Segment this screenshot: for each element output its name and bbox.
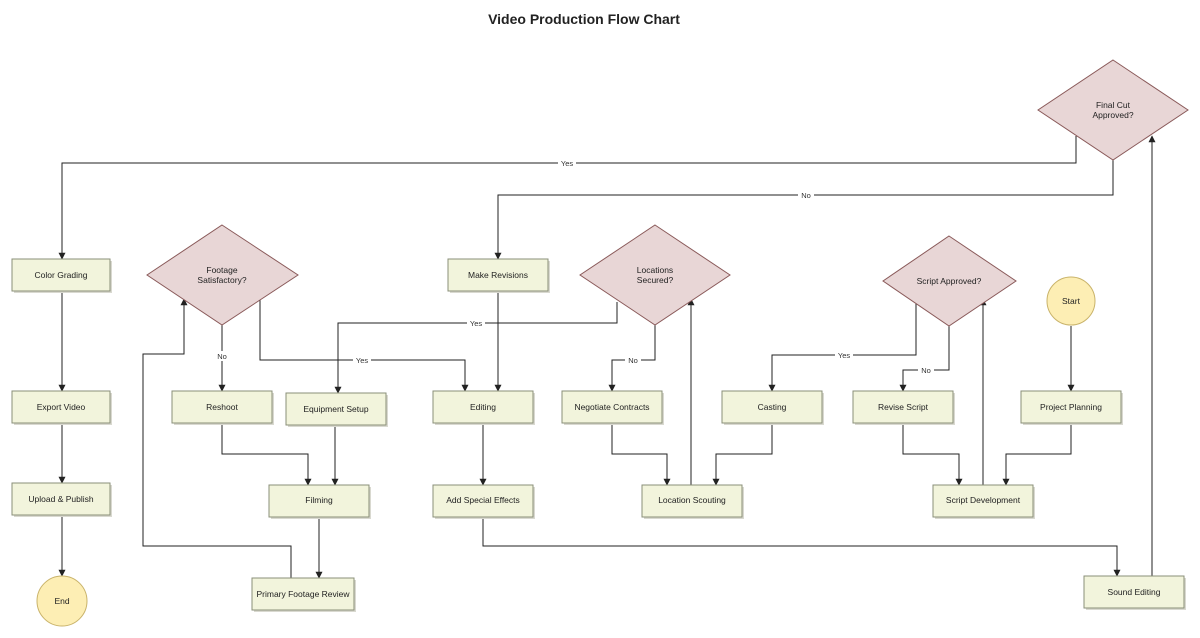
edge-labels: Yes No Yes No No Yes Yes No [214, 158, 934, 375]
node-footage-satisfactory-label-2: Satisfactory? [197, 275, 246, 285]
node-casting[interactable]: Casting [721, 390, 824, 425]
nodes: Start End Project Planning Script Develo… [11, 59, 1189, 627]
node-make-revisions-label: Make Revisions [468, 270, 528, 280]
edge-final-no-to-revisions [494, 147, 1114, 260]
node-sound-editing[interactable]: Sound Editing [1083, 575, 1186, 610]
edge-review-to-satisfactory [142, 298, 292, 578]
node-negotiate-contracts-label: Negotiate Contracts [574, 402, 649, 412]
node-script-development[interactable]: Script Development [932, 484, 1035, 519]
edge-planning-to-script [1002, 423, 1072, 486]
node-add-special-effects-label: Add Special Effects [446, 495, 520, 505]
edge-approved-yes-to-casting [768, 302, 917, 392]
node-locations-secured[interactable]: Locations Secured? [579, 224, 731, 326]
node-revise-script-label: Revise Script [878, 402, 929, 412]
node-locations-secured-label-1: Locations [637, 265, 673, 275]
edge-secured-yes-to-equipment [334, 302, 618, 394]
edge-label-final-no: No [801, 191, 811, 200]
node-script-approved[interactable]: Script Approved? [882, 235, 1017, 327]
node-final-cut-approved-label-2: Approved? [1092, 110, 1133, 120]
edge-label-locations-yes: Yes [470, 319, 482, 328]
edge-revise-to-script [902, 423, 963, 486]
edge-satisfactory-yes-to-editing [259, 300, 469, 392]
node-equipment-setup[interactable]: Equipment Setup [285, 392, 388, 427]
node-make-revisions[interactable]: Make Revisions [447, 258, 550, 293]
edge-label-script-yes: Yes [838, 351, 850, 360]
node-equipment-setup-label: Equipment Setup [303, 404, 368, 414]
node-color-grading-label: Color Grading [35, 270, 88, 280]
node-color-grading[interactable]: Color Grading [11, 258, 112, 293]
node-editing-label: Editing [470, 402, 496, 412]
node-final-cut-approved-label-1: Final Cut [1096, 100, 1131, 110]
chart-title: Video Production Flow Chart [488, 11, 680, 27]
node-upload-publish-label: Upload & Publish [28, 494, 93, 504]
edge-label-script-no: No [921, 366, 931, 375]
node-end-label: End [54, 596, 69, 606]
node-end[interactable]: End [36, 575, 88, 627]
node-start[interactable]: Start [1046, 276, 1096, 326]
node-primary-footage-review[interactable]: Primary Footage Review [251, 577, 356, 612]
node-revise-script[interactable]: Revise Script [852, 390, 955, 425]
edge-label-final-yes: Yes [561, 159, 573, 168]
node-export-video[interactable]: Export Video [11, 390, 112, 425]
node-project-planning-label: Project Planning [1040, 402, 1102, 412]
node-script-approved-label: Script Approved? [917, 276, 982, 286]
edge-reshoot-to-filming [221, 423, 312, 486]
node-location-scouting-label: Location Scouting [658, 495, 726, 505]
node-filming[interactable]: Filming [268, 484, 371, 519]
edge-label-footage-yes: Yes [356, 356, 368, 365]
node-filming-label: Filming [305, 495, 333, 505]
node-export-video-label: Export Video [37, 402, 86, 412]
edge-casting-to-scouting [712, 423, 773, 486]
node-start-label: Start [1062, 296, 1081, 306]
edge-label-footage-no: No [217, 352, 227, 361]
node-locations-secured-label-2: Secured? [637, 275, 674, 285]
node-footage-satisfactory[interactable]: Footage Satisfactory? [146, 224, 299, 326]
node-casting-label: Casting [758, 402, 787, 412]
node-sound-editing-label: Sound Editing [1108, 587, 1161, 597]
node-reshoot-label: Reshoot [206, 402, 238, 412]
node-add-special-effects[interactable]: Add Special Effects [432, 484, 535, 519]
node-editing[interactable]: Editing [432, 390, 535, 425]
node-primary-footage-review-label: Primary Footage Review [256, 589, 350, 599]
node-footage-satisfactory-label-1: Footage [206, 265, 237, 275]
node-project-planning[interactable]: Project Planning [1020, 390, 1123, 425]
node-final-cut-approved[interactable]: Final Cut Approved? [1037, 59, 1189, 161]
edge-label-locations-no: No [628, 356, 638, 365]
node-reshoot[interactable]: Reshoot [171, 390, 274, 425]
edge-secured-no-to-negotiate [608, 316, 656, 392]
node-script-development-label: Script Development [946, 495, 1021, 505]
edge-effects-to-sound [482, 517, 1121, 577]
edge-negotiate-to-scouting [611, 423, 671, 486]
node-upload-publish[interactable]: Upload & Publish [11, 482, 112, 517]
node-location-scouting[interactable]: Location Scouting [641, 484, 744, 519]
node-negotiate-contracts[interactable]: Negotiate Contracts [561, 390, 664, 425]
